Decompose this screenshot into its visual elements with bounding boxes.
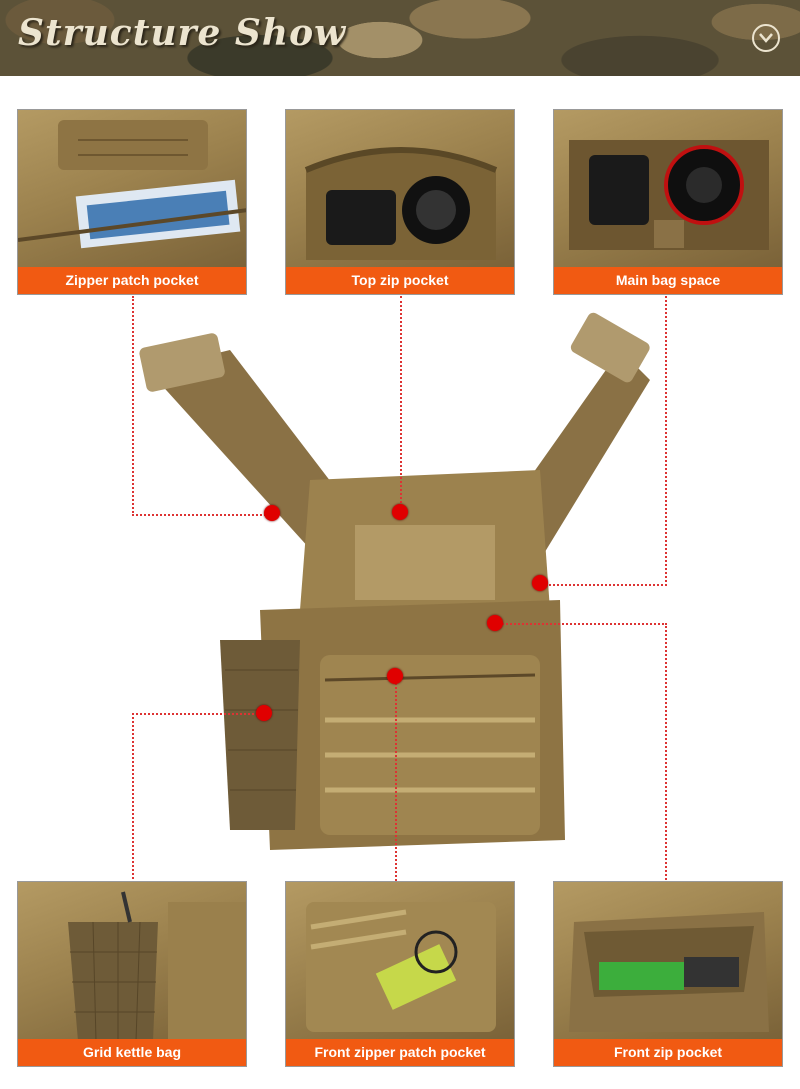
feature-thumb-grid-kettle-bag: Grid kettle bag xyxy=(17,881,247,1067)
photo-zipper-patch-pocket xyxy=(18,110,246,269)
header-banner: Structure Show xyxy=(0,0,800,76)
photo-main-bag-space xyxy=(554,110,782,269)
leader-front-zip-pocket xyxy=(495,623,667,883)
caption-front-zipper-patch-pocket: Front zipper patch pocket xyxy=(286,1039,514,1066)
leader-top-zip-pocket xyxy=(400,296,402,511)
leader-front-zipper-patch-pocket xyxy=(395,676,397,881)
marker-front-zip-pocket xyxy=(487,615,503,631)
leader-main-bag-space xyxy=(540,296,667,586)
photo-front-zipper-patch-pocket xyxy=(286,882,514,1041)
feature-thumb-top-zip-pocket: Top zip pocket xyxy=(285,109,515,295)
feature-thumb-front-zip-pocket: Front zip pocket xyxy=(553,881,783,1067)
leader-zipper-patch-pocket xyxy=(132,296,274,516)
marker-grid-kettle-bag xyxy=(256,705,272,721)
marker-front-zipper-patch-pocket xyxy=(387,668,403,684)
feature-thumb-zipper-patch-pocket: Zipper patch pocket xyxy=(17,109,247,295)
bag-illustration xyxy=(139,312,650,850)
leader-grid-kettle-bag xyxy=(132,713,266,883)
caption-grid-kettle-bag: Grid kettle bag xyxy=(18,1039,246,1066)
photo-top-zip-pocket xyxy=(286,110,514,269)
photo-front-zip-pocket xyxy=(554,882,782,1041)
feature-thumb-main-bag-space: Main bag space xyxy=(553,109,783,295)
marker-zipper-patch-pocket xyxy=(264,505,280,521)
marker-main-bag-space xyxy=(532,575,548,591)
photo-grid-kettle-bag xyxy=(18,882,246,1042)
marker-top-zip-pocket xyxy=(392,504,408,520)
caption-front-zip-pocket: Front zip pocket xyxy=(554,1039,782,1066)
caption-main-bag-space: Main bag space xyxy=(554,267,782,294)
caption-zipper-patch-pocket: Zipper patch pocket xyxy=(18,267,246,294)
chevron-down-circle-icon[interactable] xyxy=(752,24,780,52)
feature-thumb-front-zipper-patch-pocket: Front zipper patch pocket xyxy=(285,881,515,1067)
banner-title: Structure Show xyxy=(18,12,347,54)
caption-top-zip-pocket: Top zip pocket xyxy=(286,267,514,294)
